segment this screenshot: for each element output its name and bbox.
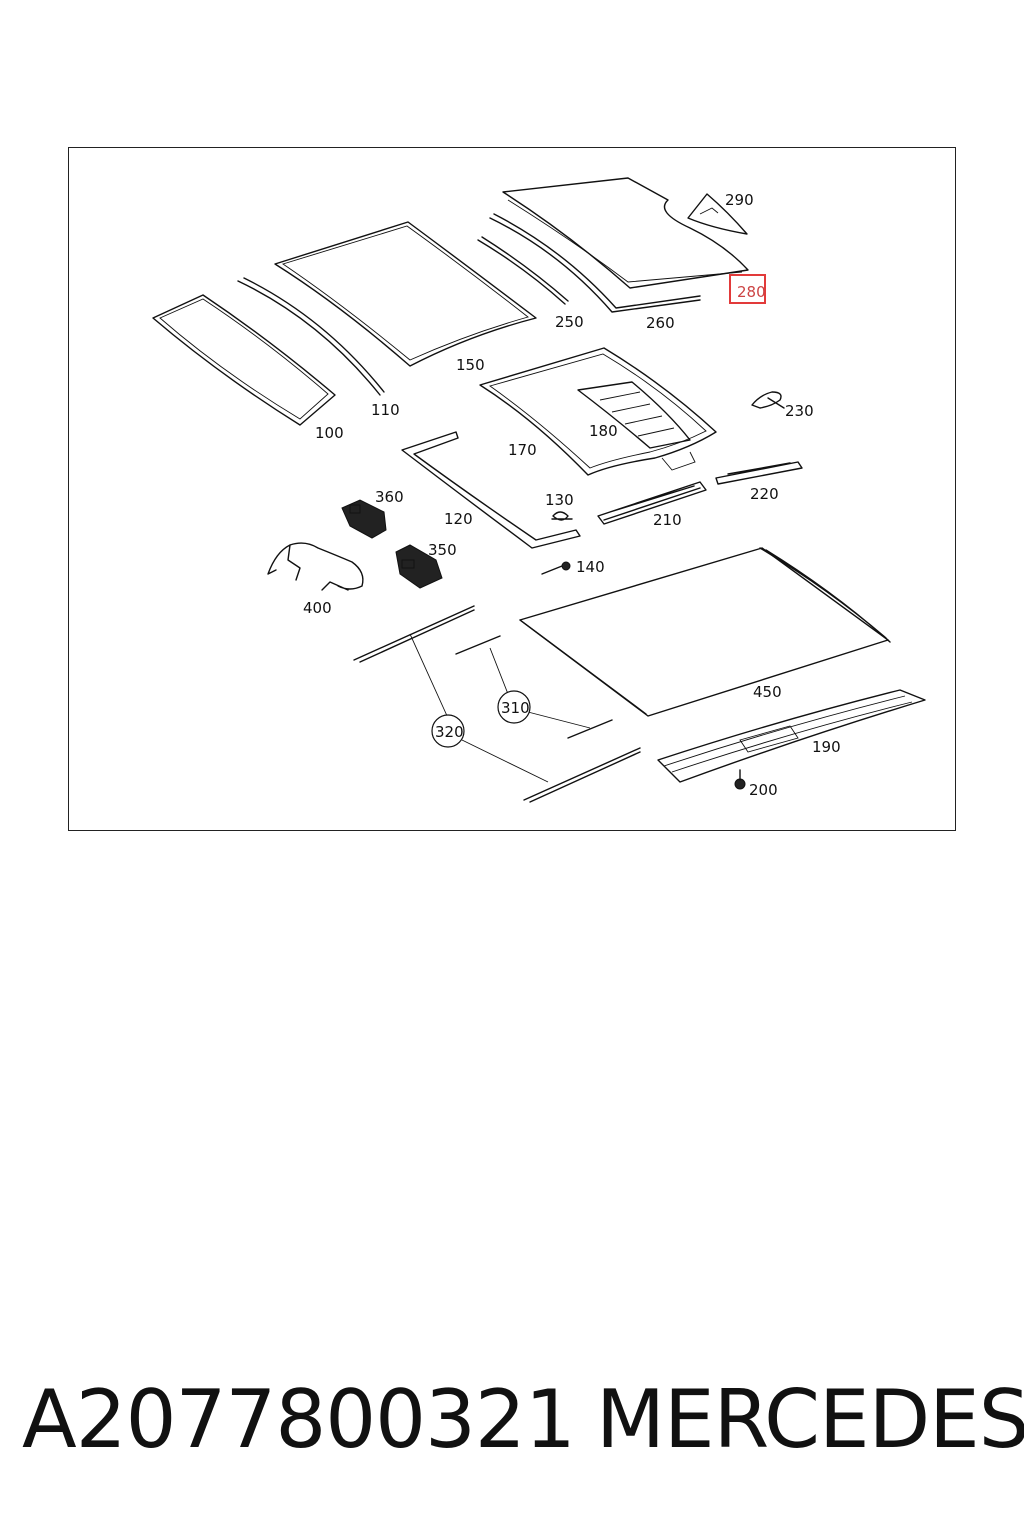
label-310[interactable]: 310 [501,699,530,717]
label-260[interactable]: 260 [646,314,675,332]
part-450-shape [519,547,891,717]
part-190-shape [657,689,926,783]
part-200-shape [734,769,746,790]
part-120-shape [401,431,581,549]
exploded-roof-diagram: 100 110 120 130 140 150 170 180 190 200 … [152,177,926,803]
part-310-shape [455,635,613,739]
part-250-shape [477,236,569,305]
label-130[interactable]: 130 [545,491,574,509]
label-100[interactable]: 100 [315,424,344,442]
label-200[interactable]: 200 [749,781,778,799]
parts-diagram-frame [68,147,956,831]
label-190[interactable]: 190 [812,738,841,756]
callout-circle-310 [497,690,531,724]
label-140[interactable]: 140 [576,558,605,576]
highlight-box-280 [729,274,766,304]
part-110-shape [237,277,385,396]
part-280-shape [502,177,749,289]
part-130-shape [551,511,573,521]
part-290-shape [687,193,748,235]
label-400[interactable]: 400 [303,599,332,617]
part-260-shape [489,213,701,313]
part-180-shape [577,381,691,449]
label-280[interactable]: 280 [737,283,766,301]
label-320[interactable]: 320 [435,723,464,741]
callout-circle-320 [431,714,465,748]
label-230[interactable]: 230 [785,402,814,420]
part-220-shape [715,461,803,485]
label-210[interactable]: 210 [653,511,682,529]
footer: A2077800321 MERCEDES [0,1370,1024,1470]
part-230-shape [751,391,785,409]
part-400-shape [267,542,364,591]
label-290[interactable]: 290 [725,191,754,209]
label-360[interactable]: 360 [375,488,404,506]
label-150[interactable]: 150 [456,356,485,374]
label-110[interactable]: 110 [371,401,400,419]
label-180[interactable]: 180 [589,422,618,440]
label-220[interactable]: 220 [750,485,779,503]
label-250[interactable]: 250 [555,313,584,331]
label-170[interactable]: 170 [508,441,537,459]
part-150-shape [274,221,537,367]
label-450[interactable]: 450 [753,683,782,701]
part-360-shape [341,499,387,539]
part-320-shape [353,605,641,803]
part-210-shape [597,481,707,525]
part-number: A2077800321 [22,1373,576,1466]
part-350-shape [395,544,443,589]
label-350[interactable]: 350 [428,541,457,559]
label-120[interactable]: 120 [444,510,473,528]
brand-name: MERCEDES [596,1373,1024,1466]
part-100-shape [152,294,336,426]
part-170-shape [479,347,717,476]
part-140-shape [541,561,571,575]
